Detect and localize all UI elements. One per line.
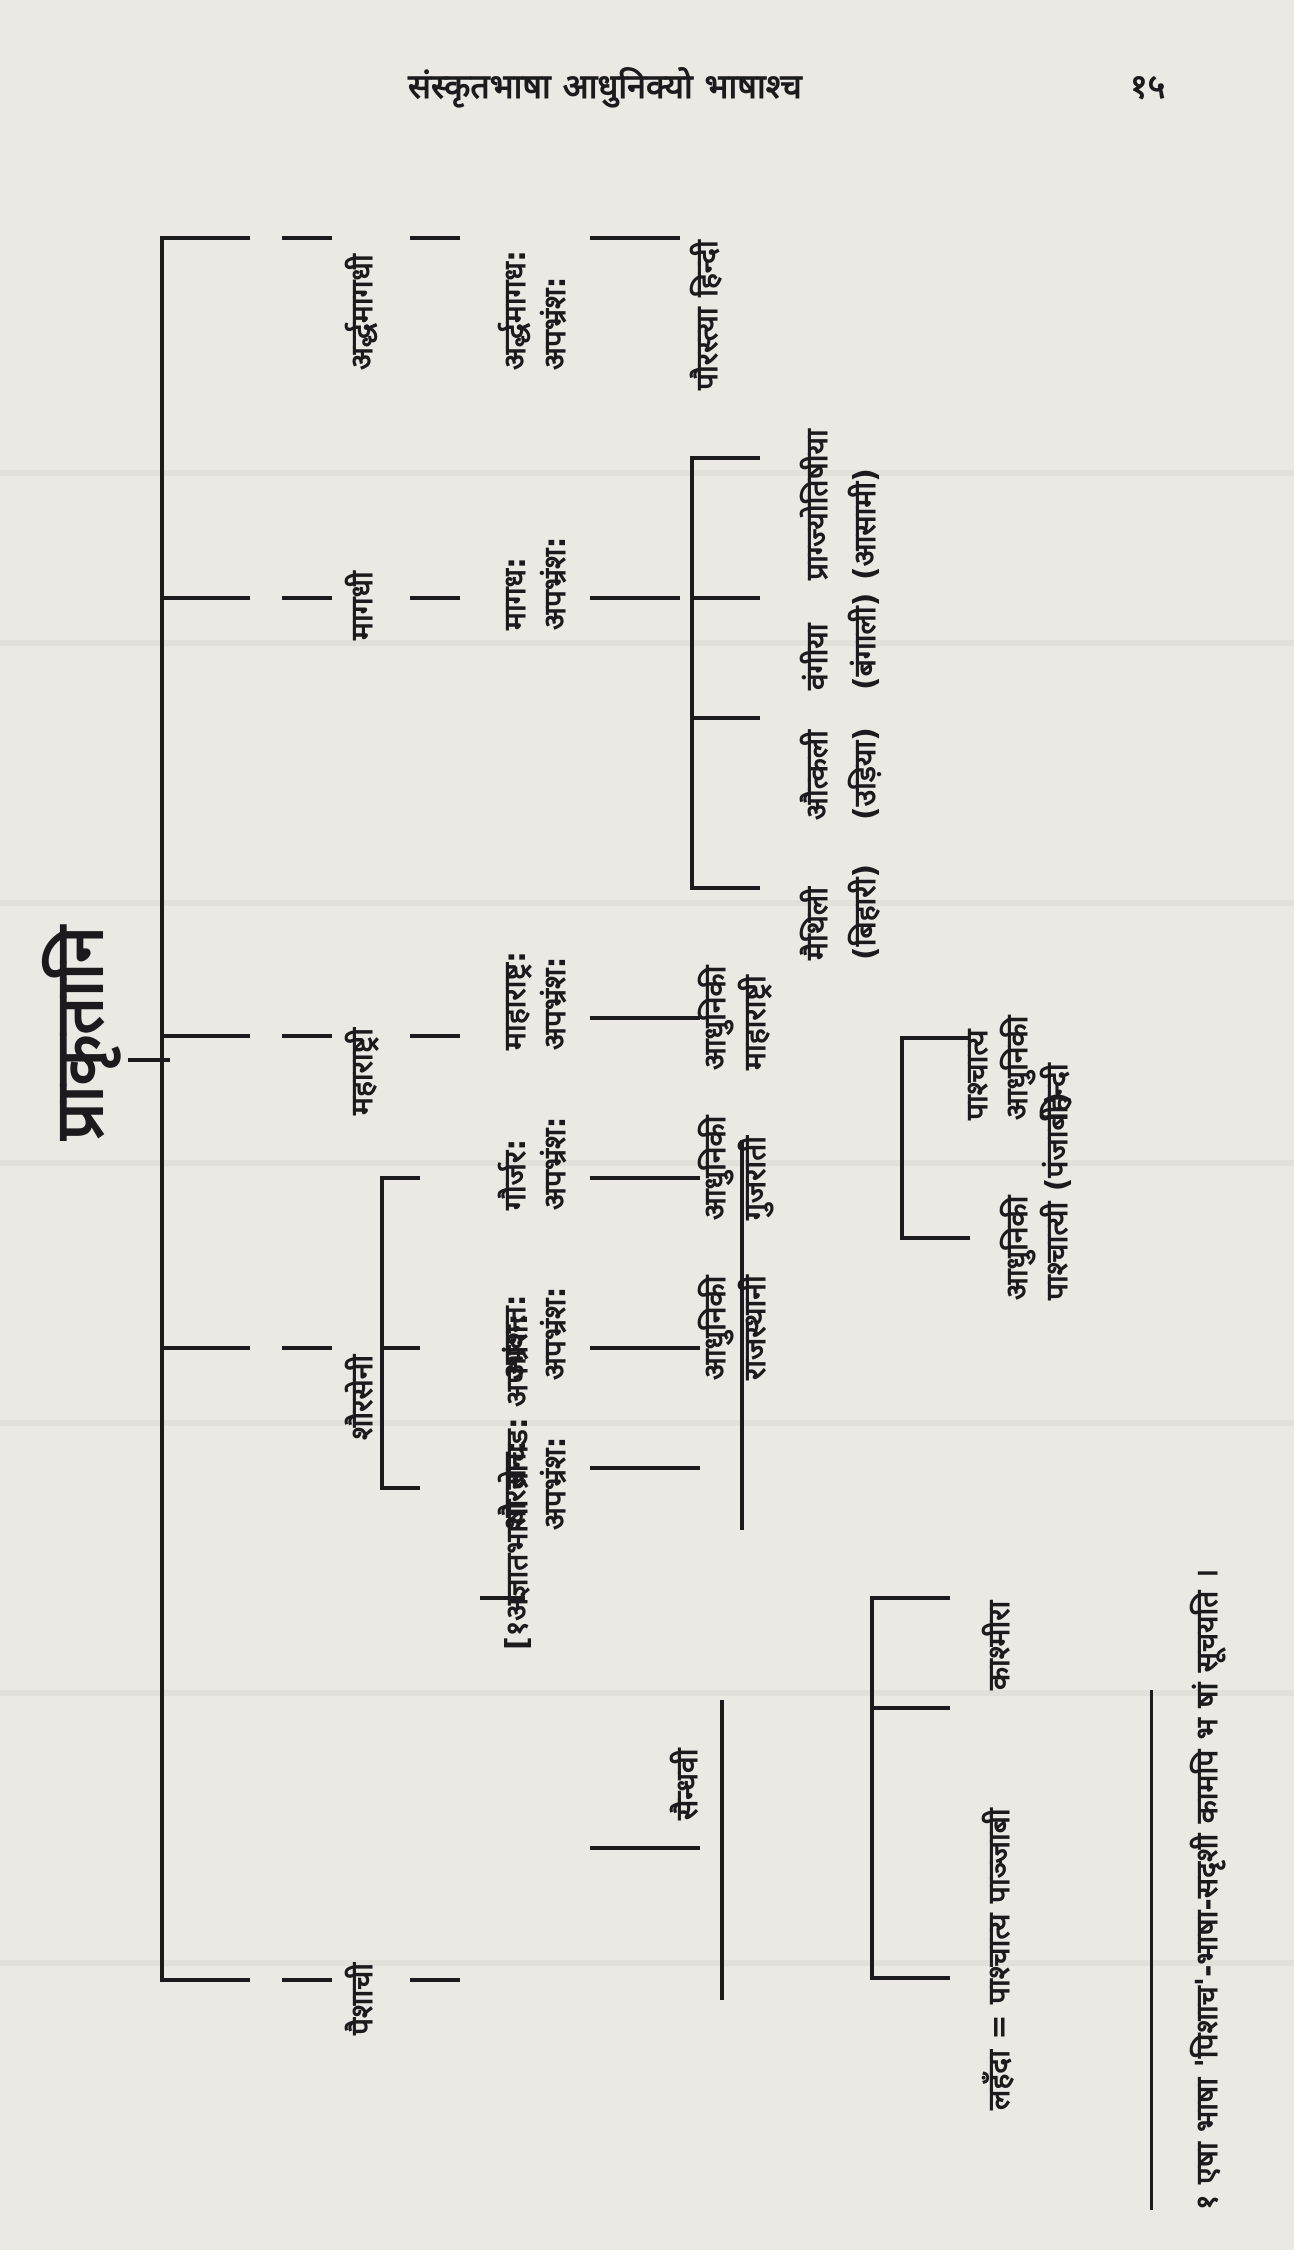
branch-drop (590, 236, 680, 240)
apabhramsha-shaurasena-label: अपभ्रंश: (538, 1436, 573, 1530)
branch-drop (160, 596, 250, 600)
modern-east-hindi: पौरस्त्या हिन्दी (690, 240, 725, 390)
bleed-through-line (0, 1690, 1294, 1696)
trunk-line (160, 240, 164, 1982)
apabhramsha-ardhamagadha-label: अपभ्रंश: (538, 276, 573, 370)
branch-drop (690, 886, 760, 890)
branch-drop (160, 236, 250, 240)
bleed-through-line (0, 1960, 1294, 1966)
modern-lahnda: लहँदा = पाश्चात्य पाञ्जाबी (982, 1808, 1017, 2110)
bleed-through-line (0, 640, 1294, 646)
apabhramsha-gaurjara-label: अपभ्रंश: (538, 1116, 573, 1210)
page-number: १५ (1130, 67, 1166, 107)
modern-assamese-2: (आसामी) (848, 468, 883, 580)
branch-drop (590, 596, 680, 600)
modern-assamese-1: प्राग्ज्योतिषीया (800, 429, 835, 580)
branch-drop (690, 456, 760, 460)
modern-maithili-1: मैथिली (800, 887, 835, 960)
modern-odia-2: (उड़िया) (848, 727, 883, 820)
modern-rajasthani-1: आधुनिकी (698, 1275, 733, 1380)
branch-drop (160, 1978, 250, 1982)
branch-bar (690, 460, 694, 890)
modern-gujarati-2: गुजराती (738, 1135, 773, 1220)
modern-rajasthani-2: राजस्थानी (738, 1275, 773, 1380)
apabhramsha-gaurjara-name: गौर्जर: (498, 1138, 533, 1210)
modern-sindhi: सैन्धवी (670, 1748, 705, 1821)
modern-odia-1: औत्कली (800, 730, 835, 820)
branch-drop (380, 1346, 420, 1350)
bleed-through-line (0, 1160, 1294, 1166)
modern-kashmiri: काश्मीरा (982, 1600, 1017, 1690)
apabhramsha-maharashtra-name: माहाराष्ट्र: (498, 951, 533, 1050)
branch-bar (380, 1180, 384, 1490)
prakrit-maharashtri: महाराष्ट्री (345, 1028, 380, 1115)
bleed-through-line (0, 1420, 1294, 1426)
apabhramsha-avanta-label: अपभ्रंश: (538, 1286, 573, 1380)
modern-bengali-1: वंगीया (800, 623, 835, 690)
branch-bar (900, 1040, 904, 1240)
modern-maithili-2: (बिहारी) (848, 863, 883, 960)
branch-drop (870, 1596, 950, 1600)
branch-drop (282, 236, 332, 240)
modern-west-hindi-1: पाश्चात्य (960, 1029, 995, 1120)
modern-west-hindi-3: हिन्दी (1040, 1063, 1075, 1120)
modern-marathi-2: माहाराष्ट्री (738, 975, 773, 1070)
footnote-rule (1150, 1690, 1153, 2210)
branch-drop (900, 1236, 970, 1240)
modern-west-hindi-2: आधुनिकी (1000, 1015, 1035, 1120)
branch-drop (410, 596, 460, 600)
apabhramsha-avanta-name: आवन्त: (498, 1294, 533, 1380)
branch-drop (282, 596, 332, 600)
branch-drop (590, 1466, 700, 1470)
branch-drop (282, 1034, 332, 1038)
branch-drop (282, 1346, 332, 1350)
apabhramsha-magadha-name: मागध: (498, 556, 533, 630)
prakrit-magadhi: मागधी (345, 571, 380, 640)
modern-bengali-2: (बंगाली) (848, 592, 883, 690)
branch-drop (410, 236, 460, 240)
branch-drop (690, 596, 760, 600)
footnote: १ एषा भाषा 'पिशाच'-भाषा-सदृशी कामपि भ षा… (1190, 1568, 1225, 2210)
branch-drop (410, 1034, 460, 1038)
apabhramsha-ardhamagadha-name: अर्द्धमागध: (498, 250, 533, 370)
branch-drop (590, 1846, 700, 1850)
branch-drop (870, 1976, 950, 1980)
prakrit-paishachi: पैशाची (345, 1962, 380, 2035)
modern-punjabi-2: पाश्चात्यी (पंजाबी) (1040, 1091, 1075, 1300)
apabhramsha-magadha-label: अपभ्रंश: (538, 536, 573, 630)
branch-drop (870, 1706, 950, 1710)
running-header: संस्कृतभाषा आधुनिक्यो भाषाश्च (408, 67, 802, 107)
branch-drop (380, 1176, 420, 1180)
branch-drop (410, 1978, 460, 1982)
branch-drop (690, 716, 760, 720)
modern-punjabi-1: आधुनिकी (1000, 1195, 1035, 1300)
modern-gujarati-1: आधुनिकी (698, 1115, 733, 1220)
prakrit-ardhamagadhi: अर्द्धमागधी (345, 254, 380, 370)
branch-bar (720, 1700, 724, 2000)
apabhramsha-shaurasena-name: शौरसेन: (498, 1440, 533, 1530)
branch-bar (870, 1600, 874, 1980)
branch-drop (590, 1176, 700, 1180)
branch-drop (590, 1016, 700, 1020)
branch-drop (380, 1486, 420, 1490)
bleed-through-line (0, 900, 1294, 906)
branch-drop (160, 1034, 250, 1038)
branch-drop (590, 1346, 700, 1350)
branch-drop (282, 1978, 332, 1982)
branch-drop (160, 1346, 250, 1350)
bleed-through-line (0, 470, 1294, 476)
modern-marathi-1: आधुनिकी (698, 965, 733, 1070)
tree-title: प्राकृतानि (41, 926, 118, 1140)
apabhramsha-maharashtra-label: अपभ्रंश: (538, 956, 573, 1050)
prakrit-shauraseni: शौरसेनी (345, 1354, 380, 1440)
